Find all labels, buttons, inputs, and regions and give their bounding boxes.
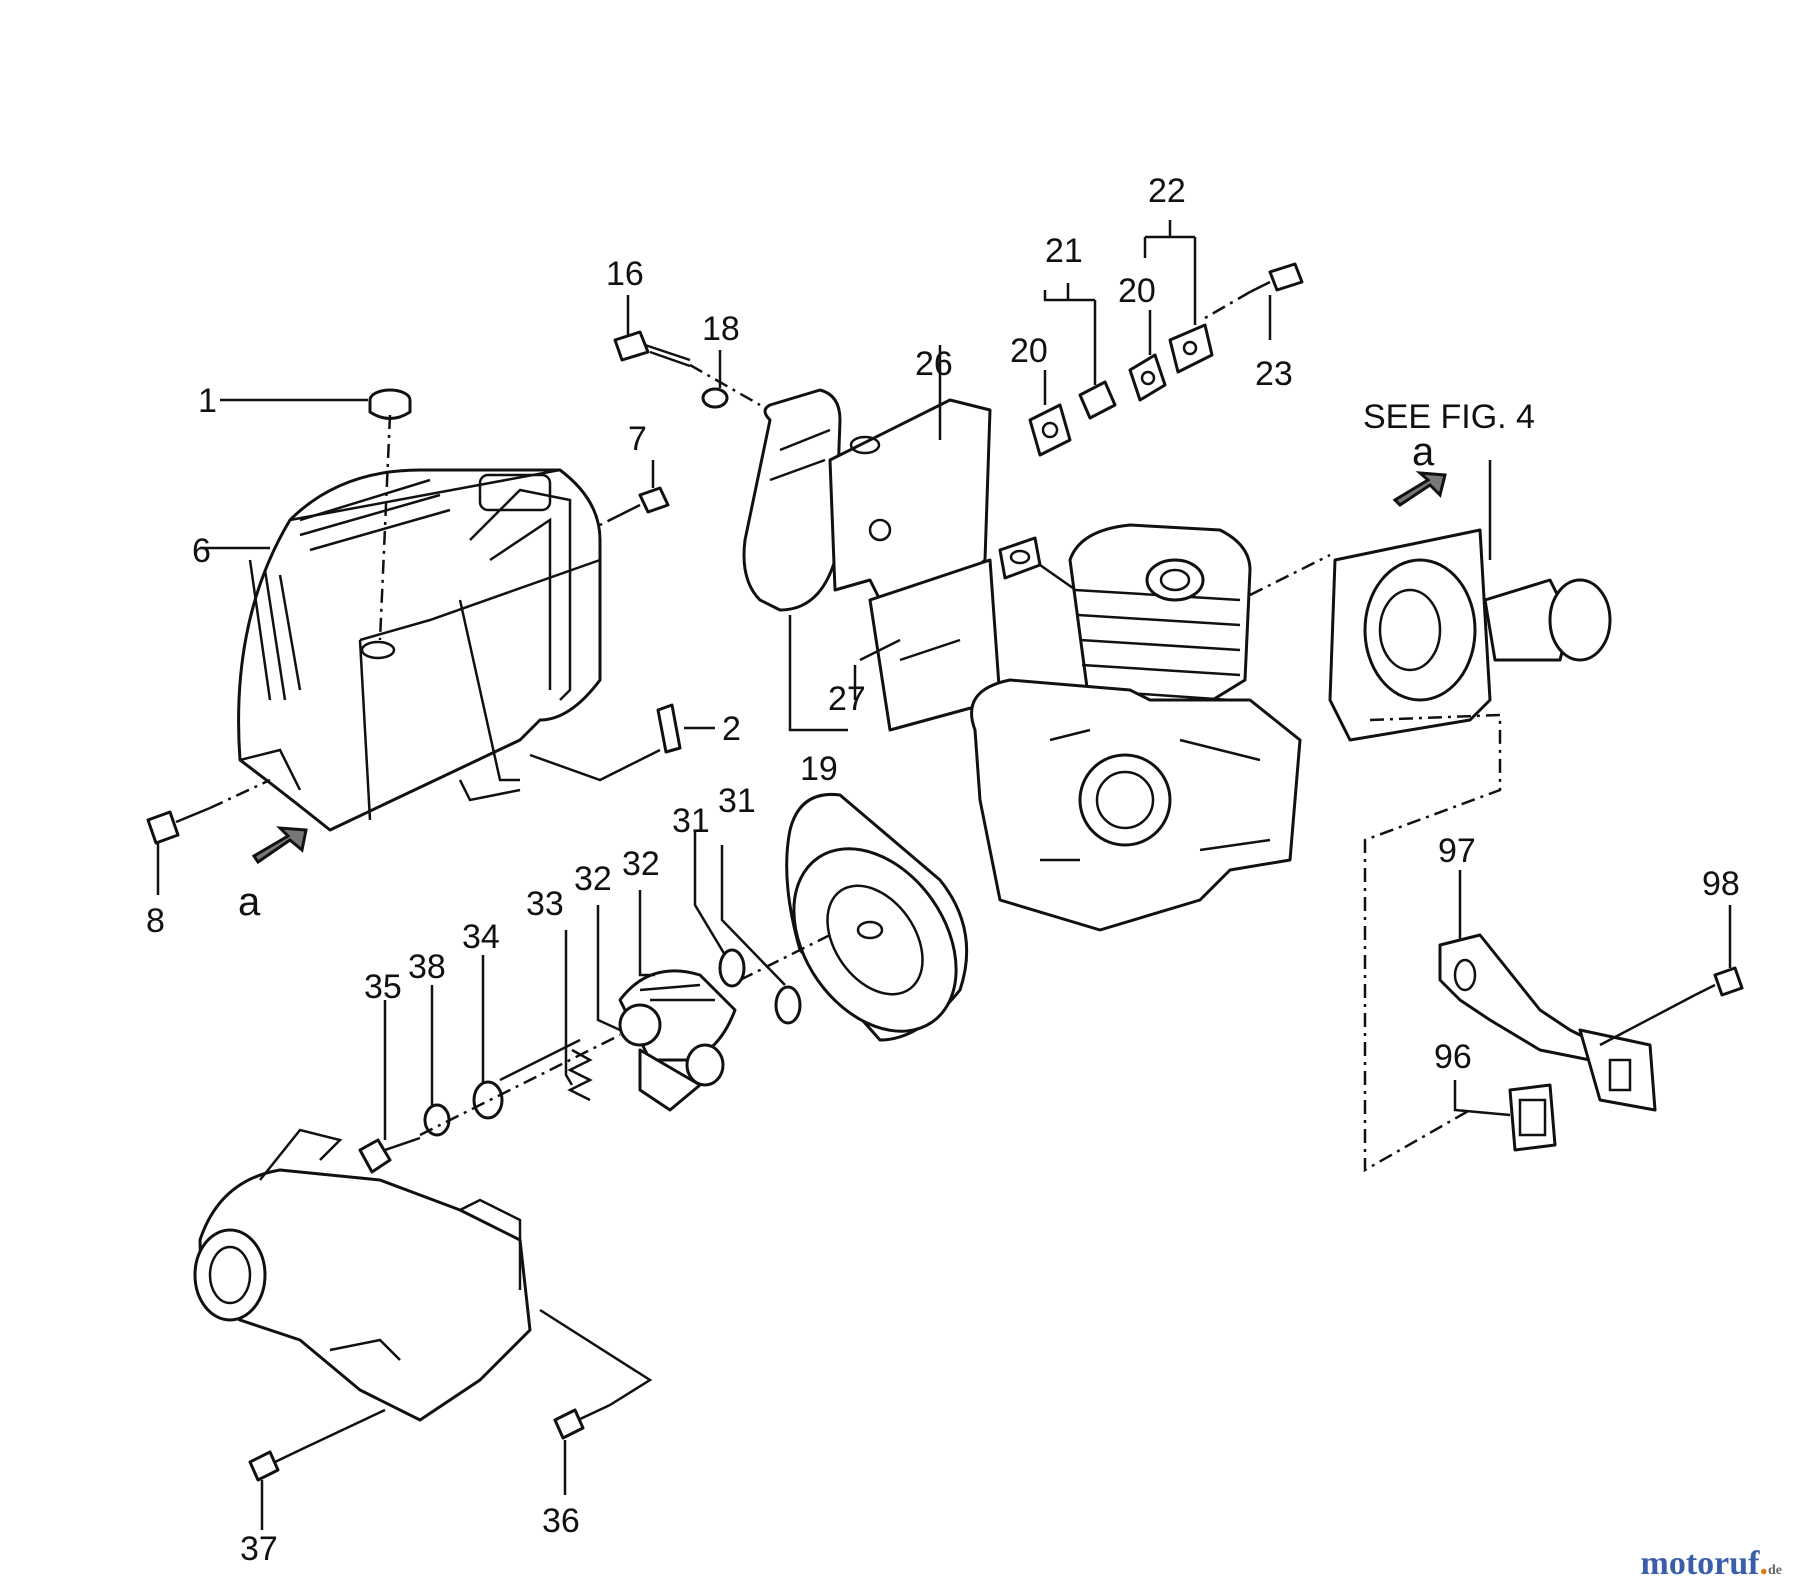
label-part-18: 18 [702, 310, 740, 348]
grommet-part [368, 388, 412, 420]
exhaust-gasket [998, 536, 1042, 580]
label-part-34: 34 [462, 918, 500, 956]
watermark-part3: de [1768, 1563, 1782, 1578]
label-part-26: 26 [915, 345, 953, 383]
label-a-right: a [1412, 430, 1435, 474]
plate-22 [1168, 323, 1214, 374]
label-part-19: 19 [800, 750, 838, 788]
bolt-36 [553, 1403, 611, 1440]
gasket-20a [1028, 403, 1072, 457]
bolt-35 [358, 1136, 421, 1174]
label-part-21: 21 [1045, 232, 1083, 270]
label-part-96: 96 [1434, 1038, 1472, 1076]
screw-8 [146, 806, 211, 845]
label-part-31b: 31 [718, 782, 756, 820]
engine-cover [237, 468, 602, 832]
label-part-32a: 32 [622, 845, 660, 883]
label-part-37: 37 [240, 1530, 278, 1568]
label-part-31a: 31 [672, 802, 710, 840]
clutch-housing [193, 1128, 532, 1422]
crankcase [970, 678, 1302, 932]
washer-18 [701, 387, 729, 409]
flywheel [785, 792, 969, 1042]
watermark-logo: motoruf.de [1641, 1545, 1782, 1583]
bolt-16 [613, 330, 691, 368]
screw-7 [619, 486, 670, 517]
arrow-a-right [1392, 471, 1447, 507]
label-part-23: 23 [1255, 355, 1293, 393]
label-part-38: 38 [408, 948, 446, 986]
handle-plate [1578, 1028, 1657, 1112]
spring-33 [567, 1048, 593, 1102]
label-part-98: 98 [1702, 865, 1740, 903]
label-part-22: 22 [1148, 172, 1186, 210]
label-part-97: 97 [1438, 832, 1476, 870]
label-part-6: 6 [192, 532, 211, 570]
engine-cylinder [1068, 523, 1252, 722]
washer-31a [718, 948, 746, 988]
label-part-20a: 20 [1010, 332, 1048, 370]
plate-2 [656, 703, 682, 754]
label-a-left: a [238, 880, 261, 924]
switch-96 [1508, 1083, 1557, 1152]
label-part-35: 35 [364, 968, 402, 1006]
screw-98 [1694, 966, 1744, 997]
washer-34 [472, 1080, 504, 1120]
washer-31b [774, 985, 802, 1025]
arrow-a-left [251, 826, 308, 865]
bolt-37 [248, 1448, 301, 1482]
label-part-33: 33 [526, 885, 564, 923]
clutch-assembly [618, 969, 737, 1112]
label-see-fig-4: SEE FIG. 4 [1363, 398, 1535, 436]
bolt-23 [1249, 262, 1304, 294]
muffler-assembly [742, 388, 1002, 732]
watermark-part2: . [1759, 1545, 1769, 1582]
recoil-starter [1328, 528, 1612, 742]
gasket-20b [1128, 353, 1167, 402]
label-part-32b: 32 [574, 860, 612, 898]
label-part-16: 16 [606, 255, 644, 293]
label-part-1: 1 [198, 382, 217, 420]
label-part-27: 27 [828, 680, 866, 718]
plate-21 [1078, 380, 1117, 420]
label-part-8: 8 [146, 902, 165, 940]
label-part-2: 2 [722, 710, 741, 748]
label-part-7: 7 [628, 420, 647, 458]
watermark-part1: motoruf [1640, 1545, 1760, 1582]
label-part-20b: 20 [1118, 272, 1156, 310]
label-part-36: 36 [542, 1502, 580, 1540]
